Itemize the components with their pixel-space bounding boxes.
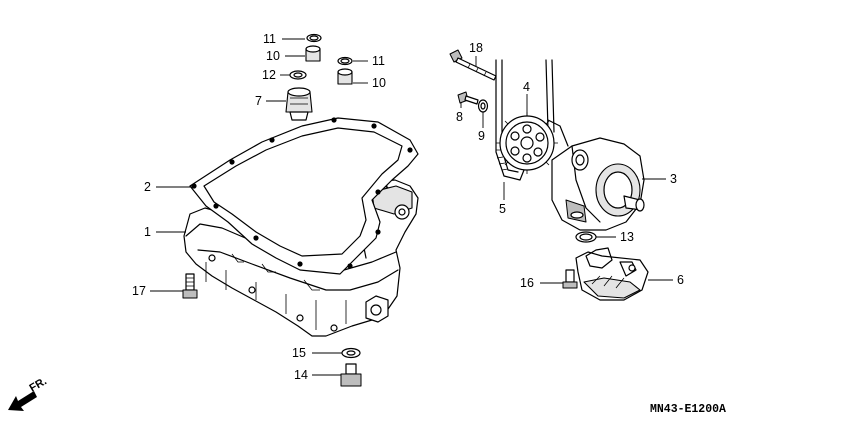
oil-pump — [547, 119, 645, 231]
callout-17: 17 — [132, 284, 146, 298]
callout-1: 1 — [144, 225, 151, 239]
callout-numbers: 11 10 12 7 11 10 2 1 17 15 14 18 4 8 9 5… — [132, 32, 684, 382]
callout-15: 15 — [292, 346, 306, 360]
o-ring-11-left — [306, 33, 322, 43]
callout-10-left: 10 — [266, 49, 280, 63]
callout-4: 4 — [523, 80, 530, 94]
oil-pressure-switch — [285, 87, 313, 121]
cap-10-left — [305, 45, 321, 62]
flange-bolt-18 — [449, 49, 497, 81]
washer-9 — [477, 99, 489, 113]
sealing-washer-15 — [341, 347, 361, 359]
callout-8: 8 — [456, 110, 463, 124]
front-arrow-icon — [8, 391, 37, 411]
oil-strainer — [575, 247, 649, 301]
drain-bolt-14 — [340, 363, 362, 387]
bolt-8 — [457, 91, 479, 105]
callout-2: 2 — [144, 180, 151, 194]
callout-9: 9 — [478, 129, 485, 143]
flange-bolt-17 — [182, 273, 198, 299]
callout-5: 5 — [499, 202, 506, 216]
diagram-code: MN43-E1200A — [650, 403, 726, 416]
oil-pan-gasket — [189, 117, 419, 275]
callout-7: 7 — [255, 94, 262, 108]
callout-6: 6 — [677, 273, 684, 287]
callout-11-left: 11 — [263, 32, 276, 46]
callout-12: 12 — [262, 68, 276, 82]
o-ring-11-right — [337, 56, 353, 66]
callout-13: 13 — [620, 230, 634, 244]
callout-14: 14 — [294, 368, 308, 382]
leader-lines — [150, 38, 673, 376]
cap-10-right — [337, 68, 353, 85]
oil-pump-sprocket — [496, 112, 558, 174]
callout-11-right: 11 — [372, 54, 385, 68]
front-label: FR. — [28, 375, 49, 394]
o-ring-13 — [575, 231, 597, 243]
callout-16: 16 — [520, 276, 534, 290]
front-direction-indicator: FR. — [8, 375, 49, 411]
callout-3: 3 — [670, 172, 677, 186]
callout-10-right: 10 — [372, 76, 386, 90]
bolt-16 — [562, 269, 578, 289]
callout-18: 18 — [469, 41, 483, 55]
sealing-washer-12 — [289, 70, 307, 80]
